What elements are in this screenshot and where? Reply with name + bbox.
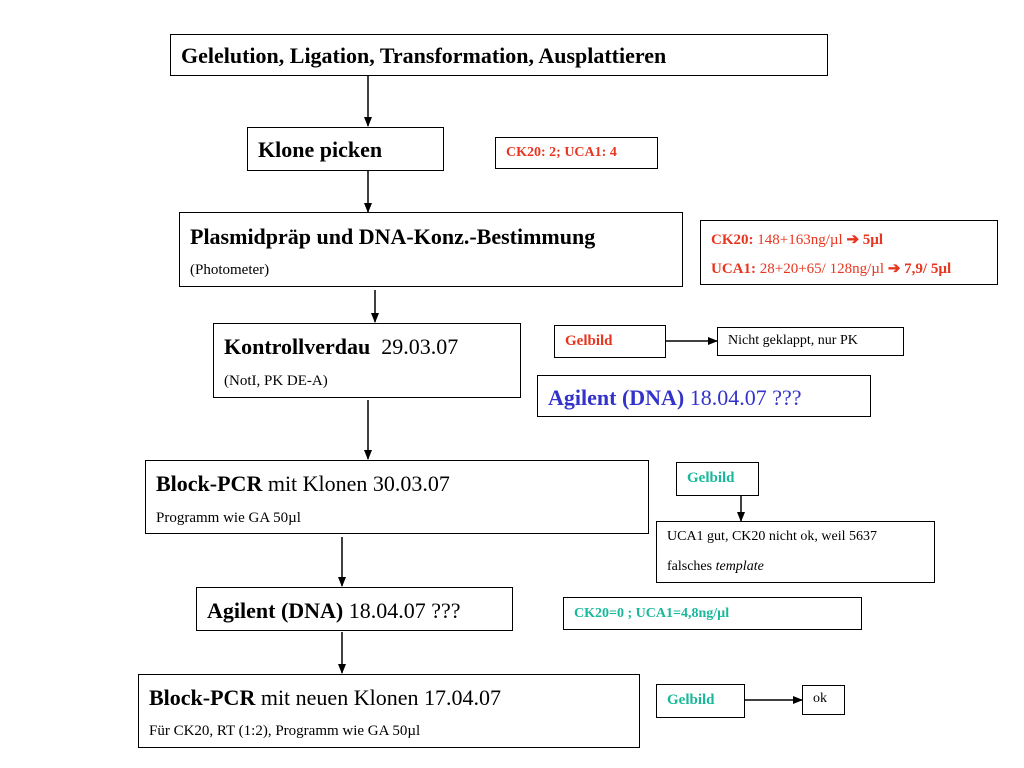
gelbild-box-1: Gelbild [554,325,666,358]
blockpcr-2-bold: Block-PCR [149,685,256,710]
klone-count-note: CK20: 2; UCA1: 4 [495,137,658,169]
nicht-geklappt-note: Nicht geklappt, nur PK [717,327,904,356]
ck20-value: 148+163ng/µl [753,232,847,248]
gelbild-label-2: Gelbild [687,470,735,486]
uca1-arrow: ➔ [887,261,901,277]
gelbild-box-3: Gelbild [656,684,745,718]
uca1-note-line1: UCA1 gut, CK20 nicht ok, weil 5637 [667,529,877,544]
blockpcr-box-2: Block-PCR mit neuen Klonen 17.04.07 Für … [138,674,640,748]
blockpcr-1-rest: mit Klonen 30.03.07 [262,471,450,496]
concentration-note: CK20: 148+163ng/µl ➔ 5µl UCA1: 28+20+65/… [700,220,998,285]
ok-note: ok [802,685,845,715]
gelbild-label-3: Gelbild [667,692,715,708]
kontrollverdau-sub: (NotI, PK DE-A) [224,373,328,389]
agilent-1-bold: Agilent (DNA) [548,385,685,410]
kontrollverdau-date: 29.03.07 [370,334,459,359]
plasmid-sub: (Photometer) [190,262,270,278]
blockpcr-1-sub: Programm wie GA 50µl [156,510,301,526]
ck20-arrow: ➔ [846,232,860,248]
blockpcr-2-rest: mit neuen Klonen 17.04.07 [255,685,501,710]
agilent-box-1: Agilent (DNA) 18.04.07 ??? [537,375,871,417]
agilent-box-2: Agilent (DNA) 18.04.07 ??? [196,587,513,631]
gelelution-title: Gelelution, Ligation, Transformation, Au… [181,43,667,68]
kontrollverdau-title: Kontrollverdau [224,334,371,359]
agilent-2-bold: Agilent (DNA) [207,598,344,623]
ck20-label: CK20: [711,232,754,248]
plasmid-box: Plasmidpräp und DNA-Konz.-Bestimmung (Ph… [179,212,683,287]
ck20-result-text: CK20=0 ; UCA1=4,8ng/µl [574,606,730,621]
klone-picken-box: Klone picken [247,127,444,171]
blockpcr-2-sub: Für CK20, RT (1:2), Programm wie GA 50µl [149,723,421,739]
uca1-result: 7,9/ 5µl [900,261,952,277]
klone-count-text: CK20: 2; UCA1: 4 [506,145,617,160]
uca1-label: UCA1: [711,261,756,277]
uca1-result-note: UCA1 gut, CK20 nicht ok, weil 5637 falsc… [656,521,935,583]
plasmid-title: Plasmidpräp und DNA-Konz.-Bestimmung [190,224,596,249]
uca1-value: 28+20+65/ 128ng/µl [756,261,888,277]
kontrollverdau-box: Kontrollverdau 29.03.07 (NotI, PK DE-A) [213,323,521,398]
uca1-note-template: template [715,559,764,574]
gelbild-box-2: Gelbild [676,462,759,496]
blockpcr-1-bold: Block-PCR [156,471,263,496]
agilent-1-date: 18.04.07 ??? [684,385,802,410]
gelbild-label-1: Gelbild [565,333,613,349]
ck20-result: 5µl [859,232,884,248]
agilent-2-date: 18.04.07 ??? [343,598,461,623]
blockpcr-box-1: Block-PCR mit Klonen 30.03.07 Programm w… [145,460,649,534]
nicht-geklappt-text: Nicht geklappt, nur PK [728,333,858,348]
ck20-result-note: CK20=0 ; UCA1=4,8ng/µl [563,597,862,630]
gelelution-box: Gelelution, Ligation, Transformation, Au… [170,34,828,76]
uca1-note-line2: falsches [667,559,716,574]
klone-picken-title: Klone picken [258,137,383,162]
ok-text: ok [813,691,827,706]
